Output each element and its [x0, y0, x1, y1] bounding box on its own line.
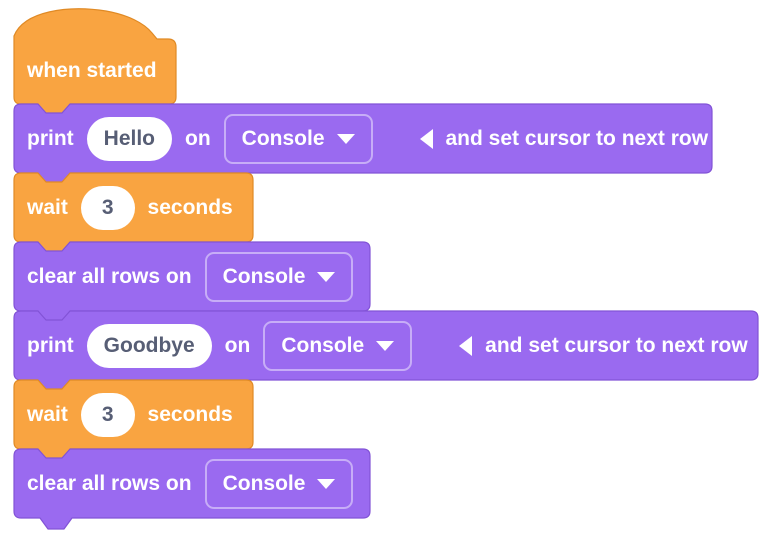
block-wait-2[interactable]: wait 3 seconds	[13, 379, 254, 460]
block-when-started[interactable]: when started	[13, 8, 177, 115]
console-dropdown[interactable]: Console	[204, 458, 354, 509]
wait-keyword: wait	[27, 402, 68, 426]
dropdown-selected-label: Console	[281, 333, 365, 357]
hat-label-row: when started	[14, 14, 176, 104]
wait-keyword: wait	[27, 195, 68, 219]
dropdown-arrow-icon	[376, 340, 395, 351]
block-content-row: wait 3 seconds	[14, 173, 253, 242]
dropdown-arrow-icon	[317, 271, 336, 282]
block-wait-1[interactable]: wait 3 seconds	[13, 172, 254, 253]
clear-keyword: clear all rows on	[27, 471, 192, 495]
expand-collapse-arrow-icon[interactable]	[419, 128, 433, 149]
print-keyword: print	[27, 333, 74, 357]
dropdown-selected-label: Console	[222, 264, 306, 288]
seconds-label: seconds	[147, 402, 233, 426]
dropdown-arrow-icon	[317, 478, 336, 489]
block-clear-rows-2[interactable]: clear all rows on Console	[13, 448, 371, 530]
print-value-input[interactable]: Goodbye	[86, 323, 212, 368]
block-content-row: print Goodbye on Console and set cursor …	[14, 311, 758, 380]
block-content-row: wait 3 seconds	[14, 380, 253, 449]
wait-seconds-input[interactable]: 3	[80, 185, 135, 230]
on-label: on	[224, 333, 251, 357]
dropdown-selected-label: Console	[222, 471, 306, 495]
expand-collapse-arrow-icon[interactable]	[459, 335, 473, 356]
hat-label: when started	[27, 59, 157, 82]
block-clear-rows-1[interactable]: clear all rows on Console	[13, 241, 371, 322]
block-content-row: clear all rows on Console	[14, 242, 370, 311]
print-value-input[interactable]: Hello	[86, 116, 172, 161]
console-dropdown[interactable]: Console	[204, 251, 354, 302]
block-tail-label: and set cursor to next row	[445, 126, 709, 150]
console-dropdown[interactable]: Console	[223, 113, 373, 164]
block-content-row: print Hello on Console and set cursor to…	[14, 104, 712, 173]
block-print-hello[interactable]: print Hello on Console and set cursor to…	[13, 103, 713, 184]
print-keyword: print	[27, 126, 74, 150]
stack-block-shape	[13, 448, 371, 530]
block-print-goodbye[interactable]: print Goodbye on Console and set cursor …	[13, 310, 759, 391]
console-dropdown[interactable]: Console	[263, 320, 413, 371]
seconds-label: seconds	[147, 195, 233, 219]
block-content-row: clear all rows on Console	[14, 449, 370, 518]
block-tail-label: and set cursor to next row	[485, 333, 748, 357]
dropdown-selected-label: Console	[241, 126, 325, 150]
clear-keyword: clear all rows on	[27, 264, 192, 288]
dropdown-arrow-icon	[336, 133, 355, 144]
on-label: on	[185, 126, 211, 150]
wait-seconds-input[interactable]: 3	[80, 392, 135, 437]
